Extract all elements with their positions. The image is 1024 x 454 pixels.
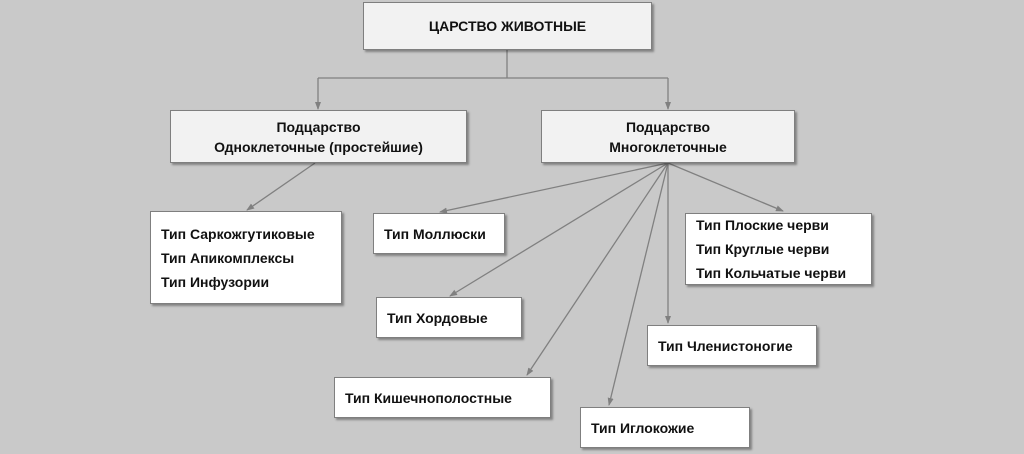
protists-box: Тип Саркожгутиковые Тип Апикомплексы Тип… [150, 211, 342, 304]
arrow-to-worms [667, 162, 784, 212]
phylum-item: Тип Моллюски [384, 225, 486, 242]
subkingdom-label: Подцарство [625, 118, 711, 135]
subkingdom-name: Многоклеточные [609, 138, 727, 155]
phylum-item: Тип Хордовые [387, 309, 488, 326]
arrow-to-echinodermata [607, 162, 669, 406]
arrow-to-mollusca [439, 162, 669, 214]
subkingdom-unicellular-box: Подцарство Одноклеточные (простейшие) [170, 110, 467, 163]
phylum-item: Тип Саркожгутиковые [161, 225, 315, 242]
worms-box: Тип Плоские черви Тип Круглые черви Тип … [685, 213, 872, 285]
arthropoda-box: Тип Членистоногие [647, 325, 817, 366]
arrow-to-protists [246, 162, 316, 211]
phylum-item: Тип Кишечнополостные [345, 389, 512, 406]
subkingdom-name: Одноклеточные (простейшие) [214, 138, 423, 155]
cnidaria-box: Тип Кишечнополостные [334, 377, 551, 418]
mollusca-box: Тип Моллюски [373, 213, 505, 254]
phylum-item: Тип Апикомплексы [161, 249, 295, 266]
root-box: ЦАРСТВО ЖИВОТНЫЕ [363, 2, 652, 50]
root-label: ЦАРСТВО ЖИВОТНЫЕ [428, 18, 587, 34]
phylum-item: Тип Кольчатые черви [696, 265, 847, 281]
arrow-to-chordata [449, 162, 669, 297]
phylum-item: Тип Инфузории [161, 273, 270, 290]
echinodermata-box: Тип Иглокожие [580, 407, 750, 448]
phylum-item: Тип Круглые черви [696, 241, 830, 257]
phylum-item: Тип Иглокожие [591, 419, 695, 436]
phylum-item: Тип Плоские черви [696, 217, 829, 233]
arrow-to-cnidaria [526, 162, 669, 376]
subkingdom-label: Подцарство [276, 118, 361, 135]
subkingdom-multicellular-box: Подцарство Многоклеточные [541, 110, 795, 163]
root-connector [318, 50, 668, 79]
phylum-item: Тип Членистоногие [658, 337, 793, 354]
chordata-box: Тип Хордовые [376, 297, 522, 338]
